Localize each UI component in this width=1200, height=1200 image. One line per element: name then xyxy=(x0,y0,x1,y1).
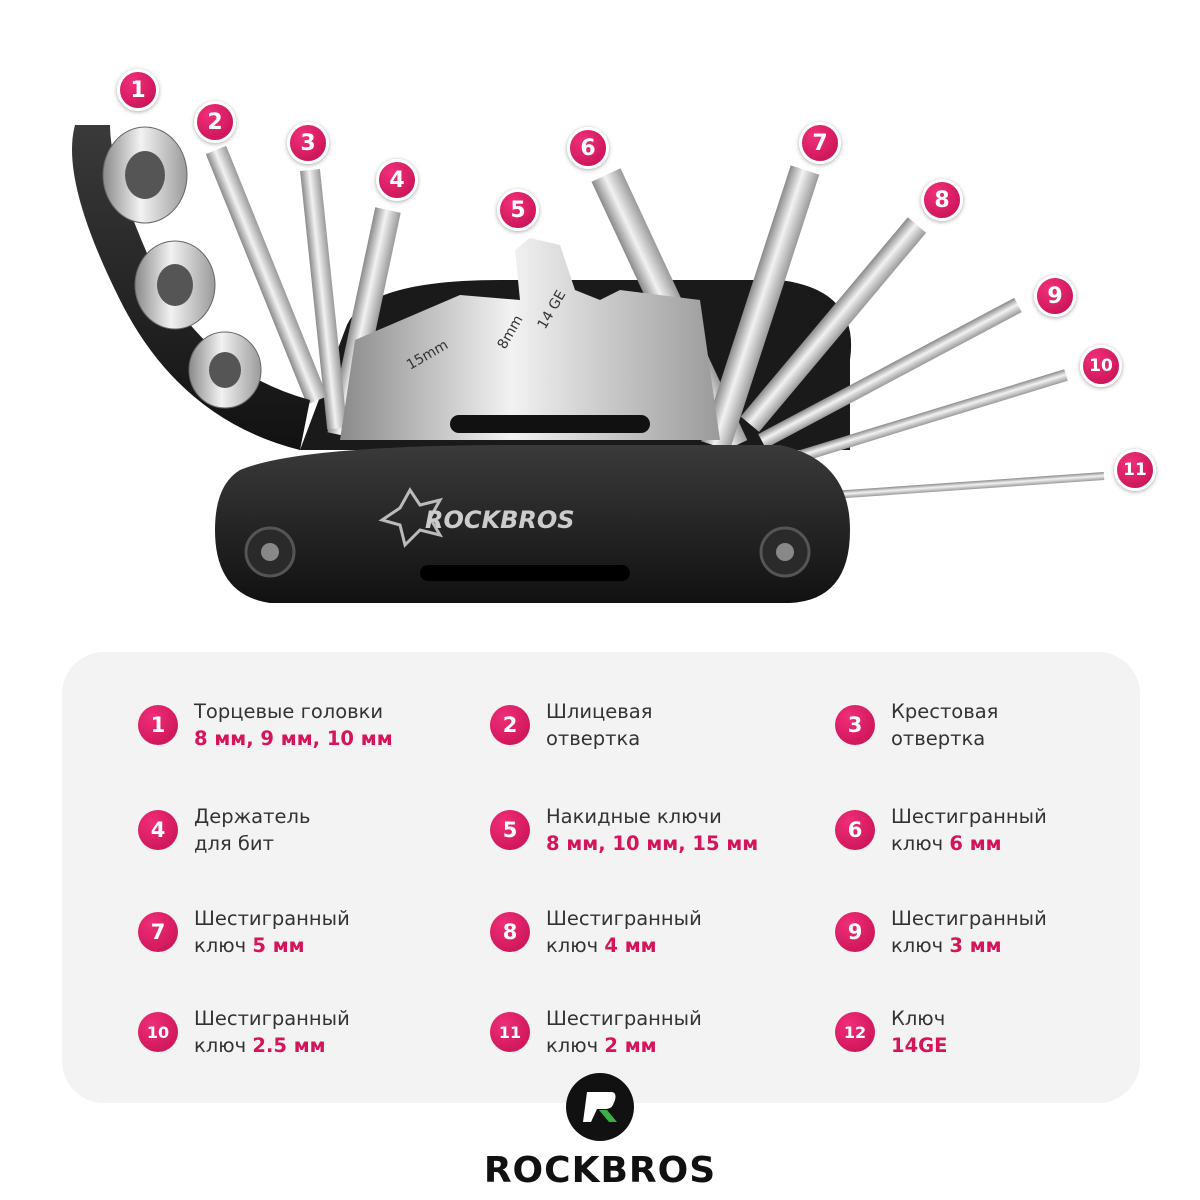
legend-highlight: 14GE xyxy=(891,1034,948,1057)
legend-number-badge: 8 xyxy=(490,912,530,952)
legend-text: Шлицевая отвертка xyxy=(546,698,652,752)
legend-line2: ключ xyxy=(194,1034,253,1057)
legend-highlight: 4 мм xyxy=(604,934,657,957)
legend-highlight: 2.5 мм xyxy=(252,1034,326,1057)
legend-title: Шестигранный xyxy=(891,907,1047,930)
legend-number-badge: 1 xyxy=(138,705,178,745)
callout-4: 4 xyxy=(376,159,418,201)
socket-heads xyxy=(102,126,262,409)
callout-3: 3 xyxy=(287,122,329,164)
legend-title: Ключ xyxy=(891,1007,946,1030)
legend-text: Ключ 14GE xyxy=(891,1005,947,1059)
legend-title: Шестигранный xyxy=(546,1007,702,1030)
legend-line2: для бит xyxy=(194,832,274,855)
legend-detail: для бит xyxy=(194,830,310,857)
multitool-illustration: 15mm 8mm 14 GE ROCKBROS xyxy=(72,125,1105,603)
legend-highlight: 6 мм xyxy=(949,832,1002,855)
legend-title: Шестигранный xyxy=(194,907,350,930)
legend-detail: 14GE xyxy=(891,1032,947,1059)
legend-number-badge: 9 xyxy=(835,912,875,952)
legend-text: Накидные ключи 8 мм, 10 мм, 15 мм xyxy=(546,803,758,857)
callout-8: 8 xyxy=(921,179,963,221)
legend-line2: ключ xyxy=(891,934,950,957)
legend-number-badge: 5 xyxy=(490,810,530,850)
legend-detail: 8 мм, 9 мм, 10 мм xyxy=(194,725,393,752)
legend-line2: ключ xyxy=(194,934,253,957)
legend-title: Накидные ключи xyxy=(546,805,722,828)
tool-body xyxy=(215,445,850,603)
legend-title: Шестигранный xyxy=(194,1007,350,1030)
legend-item-12: 12 Ключ 14GE xyxy=(835,1005,947,1059)
legend-text: Крестовая отвертка xyxy=(891,698,998,752)
legend-number-badge: 4 xyxy=(138,810,178,850)
legend-highlight: 8 мм, 10 мм, 15 мм xyxy=(546,832,759,855)
callout-9: 9 xyxy=(1034,275,1076,317)
legend-line2: ключ xyxy=(546,934,605,957)
callout-5: 5 xyxy=(497,189,539,231)
legend-item-3: 3 Крестовая отвертка xyxy=(835,698,998,752)
legend-item-2: 2 Шлицевая отвертка xyxy=(490,698,652,752)
legend-text: Торцевые головки 8 мм, 9 мм, 10 мм xyxy=(194,698,393,752)
legend-item-5: 5 Накидные ключи 8 мм, 10 мм, 15 мм xyxy=(490,803,758,857)
legend-highlight: 3 мм xyxy=(949,934,1002,957)
legend-item-4: 4 Держатель для бит xyxy=(138,803,310,857)
legend-title: Крестовая xyxy=(891,700,999,723)
legend-panel xyxy=(62,652,1140,1103)
legend-title: Торцевые головки xyxy=(194,700,384,723)
legend-number-badge: 12 xyxy=(835,1012,875,1052)
callout-10: 10 xyxy=(1080,345,1122,387)
callout-7: 7 xyxy=(799,122,841,164)
legend-number-badge: 6 xyxy=(835,810,875,850)
legend-detail: ключ 2 мм xyxy=(546,1032,702,1059)
legend-line2: ключ xyxy=(546,1034,605,1057)
legend-number-badge: 11 xyxy=(490,1012,530,1052)
legend-highlight: 2 мм xyxy=(604,1034,657,1057)
legend-title: Шестигранный xyxy=(546,907,702,930)
legend-highlight: 8 мм, 9 мм, 10 мм xyxy=(194,727,393,750)
socket-arm xyxy=(72,125,310,450)
legend-number-badge: 3 xyxy=(835,705,875,745)
legend-title: Держатель xyxy=(194,805,311,828)
callout-6: 6 xyxy=(567,127,609,169)
callout-11: 11 xyxy=(1114,449,1156,491)
legend-line2: ключ xyxy=(891,832,950,855)
legend-detail: ключ 2.5 мм xyxy=(194,1032,350,1059)
legend-detail: ключ 5 мм xyxy=(194,932,350,959)
legend-detail: 8 мм, 10 мм, 15 мм xyxy=(546,830,758,857)
legend-line2: отвертка xyxy=(891,727,986,750)
legend-number-badge: 7 xyxy=(138,912,178,952)
legend-detail: ключ 6 мм xyxy=(891,830,1047,857)
legend-highlight: 5 мм xyxy=(252,934,305,957)
callout-2: 2 xyxy=(194,101,236,143)
body-logo-text: ROCKBROS xyxy=(425,506,575,534)
legend-text: Держатель для бит xyxy=(194,803,310,857)
legend-detail: ключ 3 мм xyxy=(891,932,1047,959)
legend-title: Шлицевая xyxy=(546,700,653,723)
brand-wordmark: ROCKBROS xyxy=(483,1150,717,1191)
legend-detail: отвертка xyxy=(891,725,998,752)
legend-line2: отвертка xyxy=(546,727,641,750)
legend-number-badge: 2 xyxy=(490,705,530,745)
box-wrench-plate xyxy=(340,238,720,440)
legend-number-badge: 10 xyxy=(138,1012,178,1052)
callout-1: 1 xyxy=(117,69,159,111)
rockbros-logo-icon xyxy=(565,1072,635,1142)
legend-item-1: 1 Торцевые головки 8 мм, 9 мм, 10 мм xyxy=(138,698,393,752)
legend-detail: ключ 4 мм xyxy=(546,932,702,959)
legend-detail: отвертка xyxy=(546,725,652,752)
legend-title: Шестигранный xyxy=(891,805,1047,828)
